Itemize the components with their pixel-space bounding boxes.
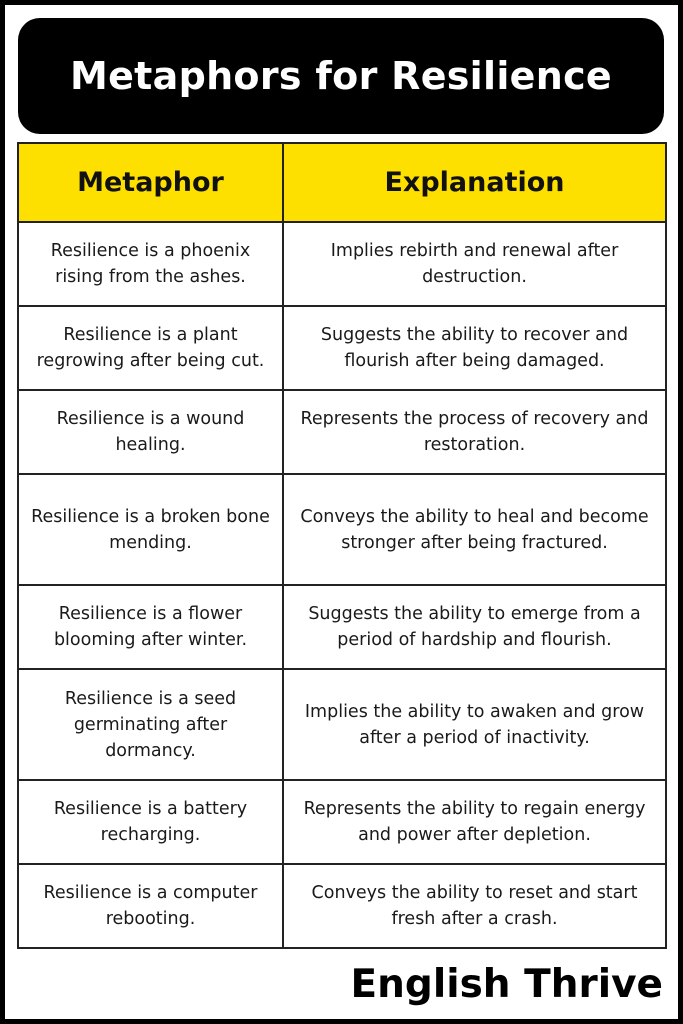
explanation-cell: Implies rebirth and renewal after destru… bbox=[282, 221, 667, 307]
table-row: Resilience is a flower blooming after wi… bbox=[17, 584, 667, 670]
explanation-cell: Suggests the ability to emerge from a pe… bbox=[282, 584, 667, 670]
metaphor-cell: Resilience is a broken bone mending. bbox=[17, 473, 284, 586]
page-title: Metaphors for Resilience bbox=[69, 54, 612, 98]
explanation-cell: Suggests the ability to recover and flou… bbox=[282, 305, 667, 391]
table-header-row: Metaphor Explanation bbox=[17, 142, 667, 223]
table-row: Resilience is a broken bone mending. Con… bbox=[17, 473, 667, 586]
metaphor-cell: Resilience is a phoenix rising from the … bbox=[17, 221, 284, 307]
table-row: Resilience is a computer rebooting. Conv… bbox=[17, 863, 667, 949]
explanation-cell: Implies the ability to awaken and grow a… bbox=[282, 668, 667, 781]
explanation-cell: Conveys the ability to heal and become s… bbox=[282, 473, 667, 586]
table-row: Resilience is a plant regrowing after be… bbox=[17, 305, 667, 391]
metaphor-cell: Resilience is a seed germinating after d… bbox=[17, 668, 284, 781]
brand-watermark: English Thrive bbox=[350, 962, 663, 1007]
column-header-metaphor: Metaphor bbox=[17, 142, 284, 223]
metaphor-cell: Resilience is a battery recharging. bbox=[17, 779, 284, 865]
table-row: Resilience is a battery recharging. Repr… bbox=[17, 779, 667, 865]
table-row: Resilience is a phoenix rising from the … bbox=[17, 221, 667, 307]
metaphor-cell: Resilience is a plant regrowing after be… bbox=[17, 305, 284, 391]
explanation-cell: Represents the ability to regain energy … bbox=[282, 779, 667, 865]
explanation-cell: Conveys the ability to reset and start f… bbox=[282, 863, 667, 949]
metaphor-table: Metaphor Explanation Resilience is a pho… bbox=[17, 142, 667, 949]
metaphor-cell: Resilience is a flower blooming after wi… bbox=[17, 584, 284, 670]
metaphor-cell: Resilience is a computer rebooting. bbox=[17, 863, 284, 949]
explanation-cell: Represents the process of recovery and r… bbox=[282, 389, 667, 475]
title-banner: Metaphors for Resilience bbox=[18, 18, 664, 134]
table-row: Resilience is a seed germinating after d… bbox=[17, 668, 667, 781]
metaphor-cell: Resilience is a wound healing. bbox=[17, 389, 284, 475]
column-header-explanation: Explanation bbox=[282, 142, 667, 223]
table-row: Resilience is a wound healing. Represent… bbox=[17, 389, 667, 475]
